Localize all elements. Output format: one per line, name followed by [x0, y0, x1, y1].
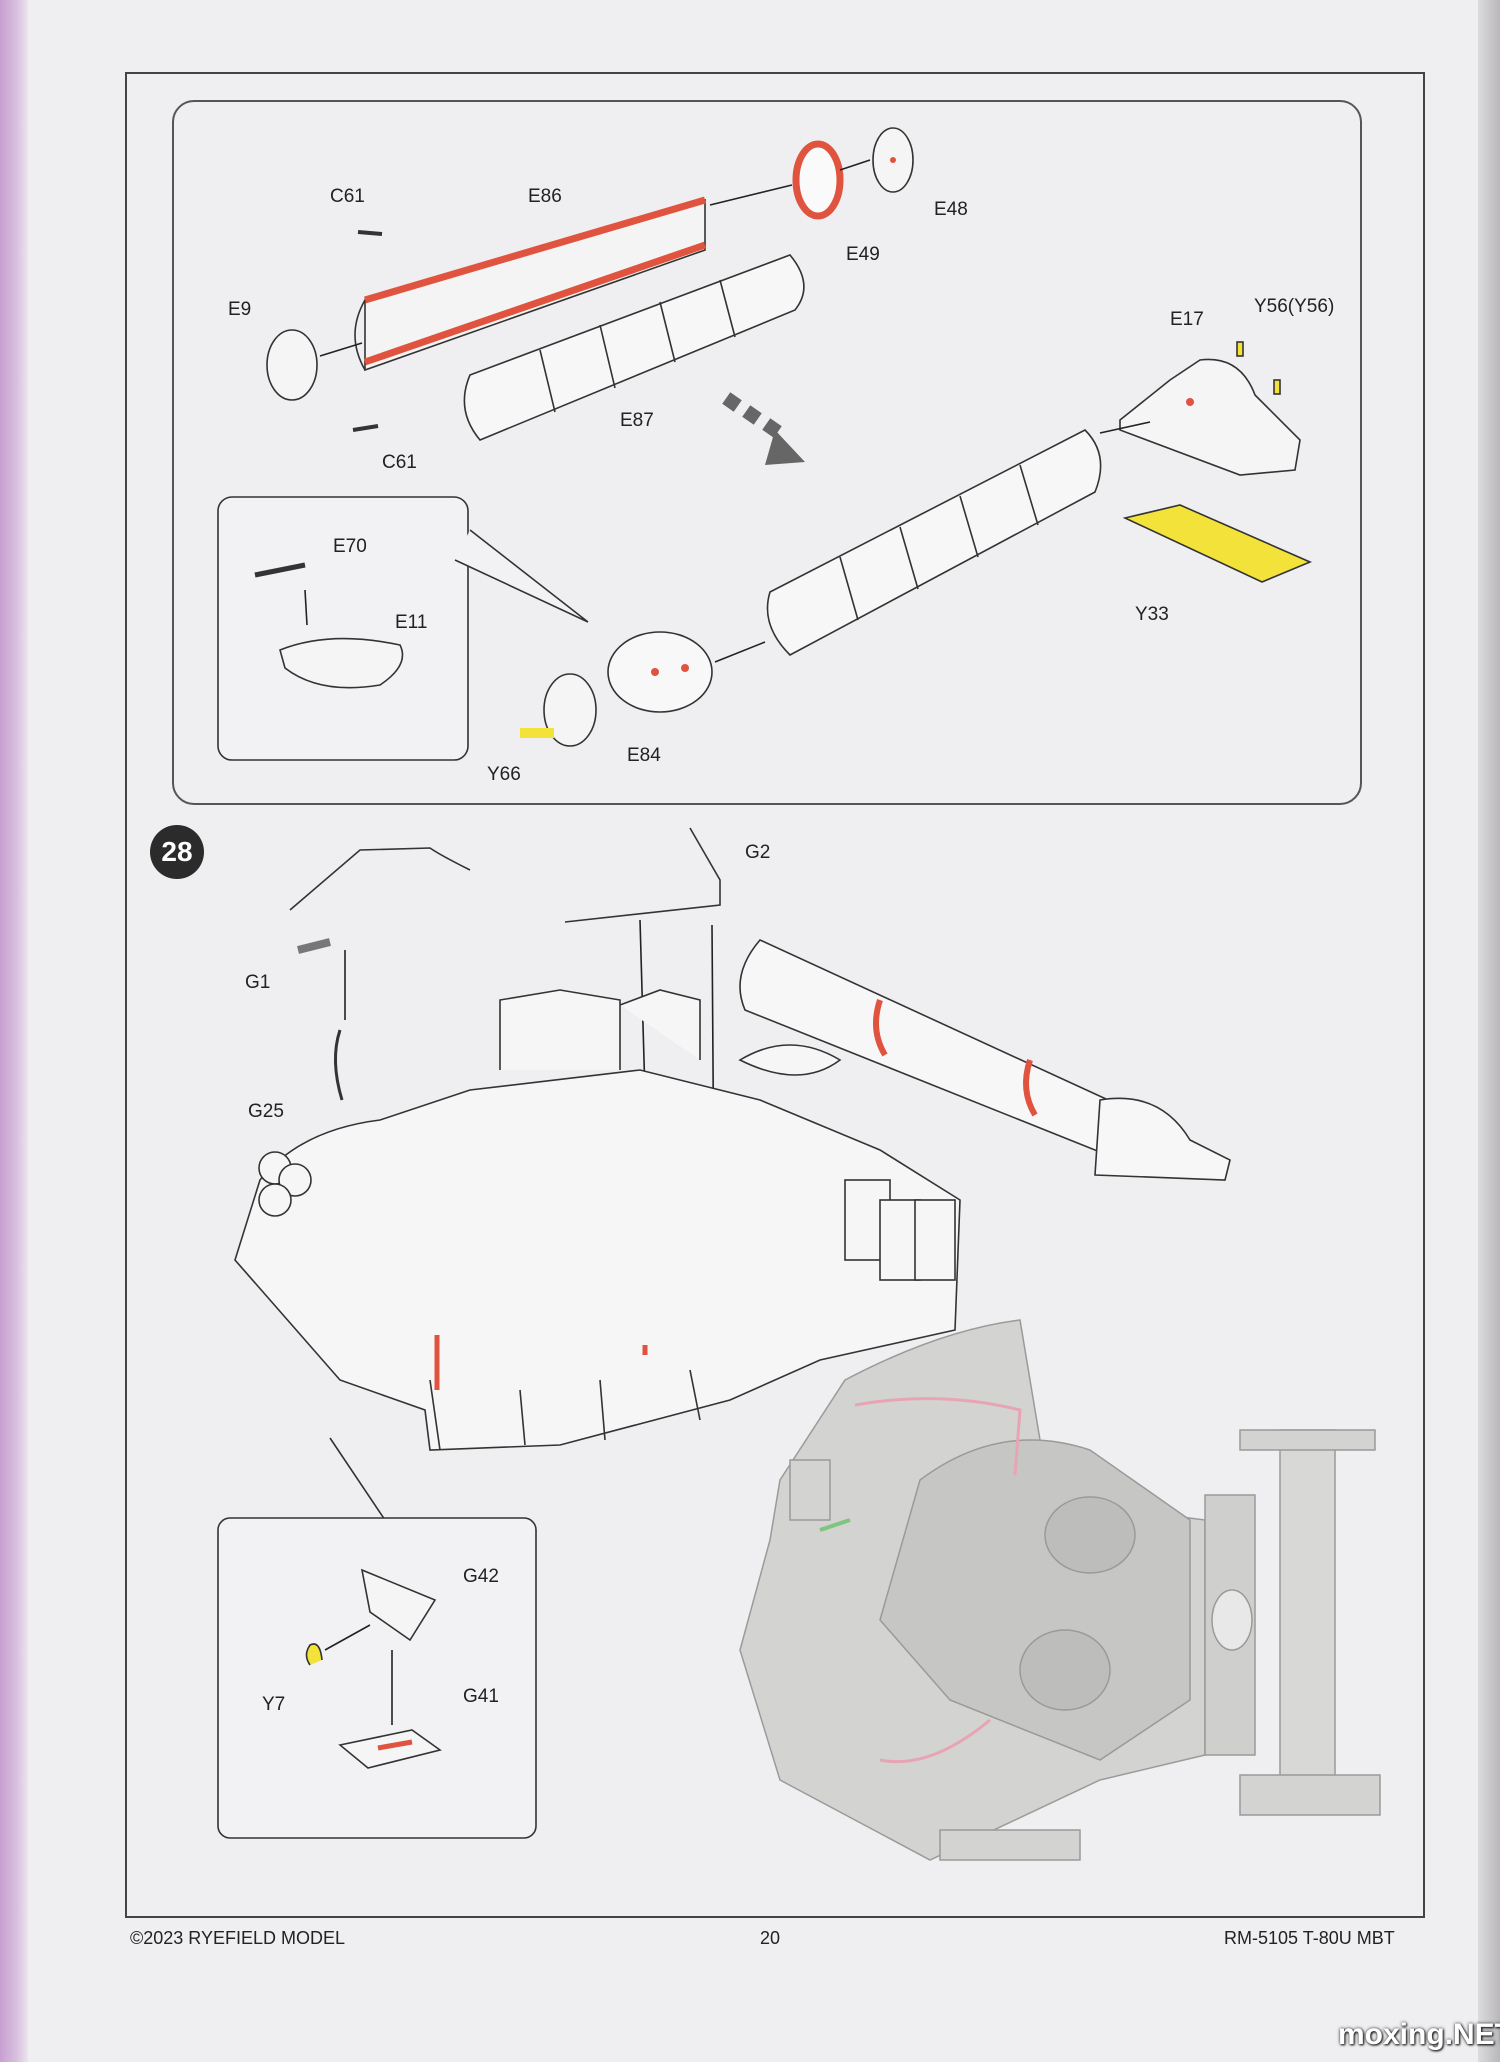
- label-e48: E48: [934, 199, 968, 220]
- label-g25: G25: [248, 1101, 284, 1122]
- part-e87-tube: [463, 254, 805, 441]
- assembled-tube: [766, 429, 1102, 656]
- part-e86-half-tube: [354, 196, 707, 372]
- label-e84: E84: [627, 745, 661, 766]
- label-y33: Y33: [1135, 604, 1169, 625]
- part-e84-frame: [520, 631, 766, 747]
- part-y33-plate: [1122, 504, 1313, 583]
- label-g42: G42: [463, 1566, 499, 1587]
- part-g1-rail: [289, 847, 471, 911]
- label-e70: E70: [333, 536, 367, 557]
- label-g2: G2: [745, 842, 770, 863]
- label-e49: E49: [846, 244, 880, 265]
- part-c61-bottom-pin: [352, 424, 379, 432]
- label-g41: G41: [463, 1686, 499, 1707]
- page-edge-left: [0, 0, 28, 2062]
- label-y56: Y56(Y56): [1254, 296, 1334, 317]
- label-e87: E87: [620, 410, 654, 431]
- part-e17-housing: [1099, 341, 1301, 476]
- detail-callout-e70-e11: [217, 496, 589, 761]
- label-g1: G1: [245, 972, 270, 993]
- label-e9: E9: [228, 299, 251, 320]
- label-c61-top: C61: [330, 186, 365, 207]
- page-frame: [125, 72, 1425, 1918]
- direction-arrow-icon: [722, 392, 805, 465]
- snorkel-tube-assembly: [739, 939, 1231, 1181]
- footer-page-number: 20: [760, 1928, 781, 1948]
- page-edge-right: [1478, 0, 1500, 2062]
- part-e9-disc: [266, 329, 318, 401]
- label-e17: E17: [1170, 309, 1204, 330]
- label-y66: Y66: [487, 764, 521, 785]
- part-g25-wire: [333, 1029, 344, 1101]
- footer-copyright: ©2023 RYEFIELD MODEL: [130, 1928, 346, 1948]
- part-g2-rail: [564, 827, 721, 923]
- sub-assembly-panel: [172, 100, 1362, 805]
- watermark: moxing.NET: [1338, 2018, 1500, 2051]
- detail-callout-g41-g42: [217, 1437, 537, 1839]
- label-c61-bottom: C61: [382, 452, 417, 473]
- step-number-badge: 28: [150, 825, 204, 879]
- part-c61-top-pin: [357, 230, 383, 236]
- footer-product: RM-5105 T-80U MBT: [1224, 1928, 1395, 1948]
- turret-top-view-render: [739, 1319, 1381, 1861]
- label-e86: E86: [528, 186, 562, 207]
- turret-drawing: [234, 989, 961, 1451]
- part-e49-ring: [792, 140, 844, 220]
- label-e11: E11: [395, 612, 427, 633]
- label-y7: Y7: [262, 1694, 285, 1715]
